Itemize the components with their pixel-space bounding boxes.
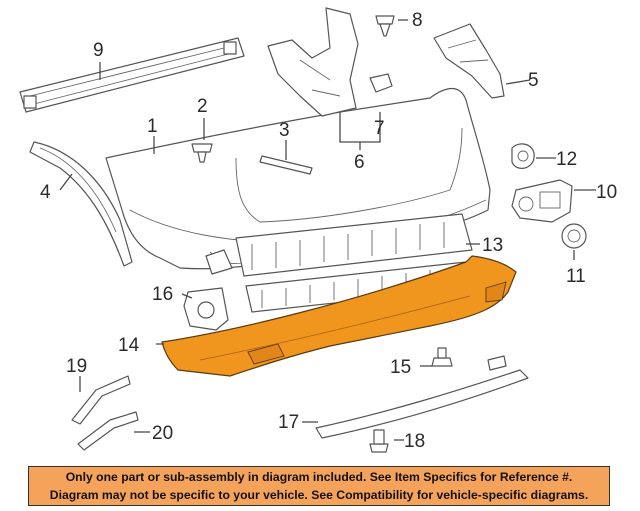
side-extension-part bbox=[29, 141, 133, 267]
callout-16: 16 bbox=[152, 284, 173, 305]
bracket-6-part bbox=[267, 7, 359, 117]
callout-17: 17 bbox=[278, 412, 299, 433]
callout-11: 11 bbox=[566, 266, 586, 287]
callout-9: 9 bbox=[93, 40, 104, 61]
callout-18: 18 bbox=[404, 431, 425, 452]
callout-3: 3 bbox=[279, 120, 290, 141]
sensor-bezel-11-part bbox=[561, 223, 587, 249]
clip-8-part bbox=[375, 15, 395, 37]
reinforcement-bar-part bbox=[19, 37, 245, 113]
callout-20: 20 bbox=[152, 423, 173, 444]
retainer-7-part bbox=[369, 73, 393, 93]
callout-2: 2 bbox=[197, 96, 208, 117]
disclaimer-banner: Only one part or sub-assembly in diagram… bbox=[28, 466, 610, 506]
callout-1: 1 bbox=[147, 116, 158, 137]
callout-14: 14 bbox=[118, 335, 140, 356]
callout-7: 7 bbox=[374, 118, 385, 139]
bracket-5-part bbox=[433, 23, 505, 99]
disclaimer-line-1: Only one part or sub-assembly in diagram… bbox=[65, 470, 573, 484]
callout-19: 19 bbox=[66, 356, 87, 377]
lower-valance-part bbox=[161, 255, 517, 377]
callout-12: 12 bbox=[556, 149, 577, 170]
callout-8: 8 bbox=[412, 10, 423, 31]
molding-17-part bbox=[315, 355, 529, 439]
callout-13: 13 bbox=[482, 235, 503, 256]
park-sensor-10-part bbox=[511, 179, 573, 223]
callout-4: 4 bbox=[40, 182, 51, 203]
sensor-retainer-12-part bbox=[511, 143, 535, 169]
reflector-3-part bbox=[259, 155, 313, 175]
clip-2-part bbox=[191, 143, 213, 163]
callout-10: 10 bbox=[596, 182, 617, 203]
leader-lines bbox=[59, 19, 596, 441]
callout-6: 6 bbox=[354, 152, 365, 173]
clip-15-part bbox=[431, 347, 453, 367]
clip-18-part bbox=[369, 429, 389, 453]
callout-5: 5 bbox=[528, 70, 539, 91]
energy-absorber-part bbox=[235, 213, 473, 313]
molding-19-part bbox=[71, 375, 131, 425]
callout-15: 15 bbox=[390, 357, 411, 378]
molding-20-part bbox=[77, 411, 139, 451]
disclaimer-line-2: Diagram may not be specific to your vehi… bbox=[49, 488, 589, 502]
bracket-16-part bbox=[183, 287, 229, 331]
